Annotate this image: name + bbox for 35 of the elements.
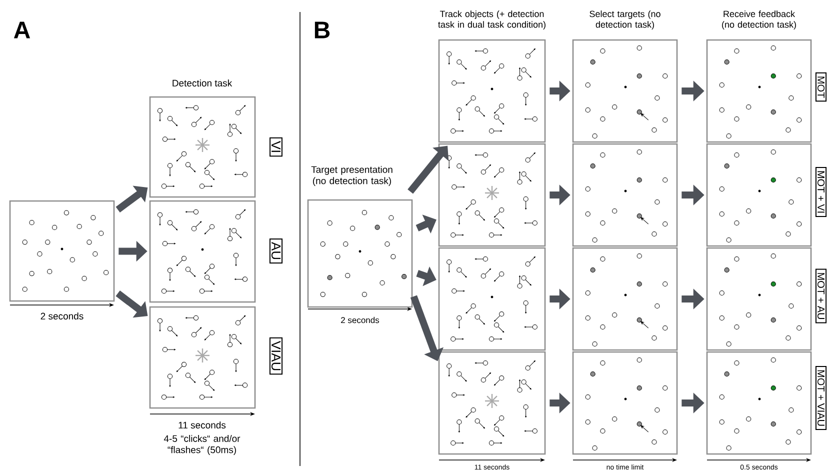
time-label: 11 seconds — [178, 422, 226, 428]
stimulus-panel — [438, 247, 546, 351]
time-label: 2 seconds — [40, 312, 84, 320]
column-heading: Target presentation (no detection task) — [311, 166, 392, 186]
stimulus-panel — [706, 351, 812, 455]
stimulus-panel — [307, 199, 413, 308]
stimulus-panel — [9, 200, 115, 302]
stimulus-panel — [149, 306, 256, 409]
stimulus-panel — [149, 200, 256, 303]
stimulus-panel — [706, 39, 812, 143]
column-heading: Track objects (+ detection task in dual task condition) — [438, 10, 546, 30]
stimulus-panel — [572, 143, 678, 247]
stimulus-panel — [438, 351, 546, 455]
time-label: 2 seconds — [341, 316, 380, 324]
stimulus-panel — [706, 247, 812, 351]
stimulus-panel — [706, 143, 812, 247]
column-heading: Select targets (no detection task) — [590, 10, 660, 30]
condition-label: MOT + VI — [815, 166, 827, 218]
stimulus-panel — [572, 351, 678, 455]
condition-label: AU — [269, 238, 283, 264]
condition-label: VIAU — [269, 337, 283, 375]
condition-label: MOT — [815, 72, 827, 102]
panel-letter: A — [14, 22, 30, 38]
column-heading: Receive feedback (no detection task) — [722, 10, 796, 30]
column-heading: Detection task — [172, 80, 232, 86]
panel-letter: B — [314, 22, 330, 38]
note-text: 4-5 “clicks“ and/or “flashes“ (50ms) — [164, 434, 240, 456]
stimulus-panel — [572, 39, 678, 143]
stimulus-panel — [438, 143, 546, 247]
stimulus-panel — [149, 96, 256, 198]
condition-label: MOT + VIAU — [815, 366, 827, 430]
condition-label: MOT + AU — [815, 268, 827, 324]
condition-label: VI — [270, 137, 282, 157]
stimulus-panel — [438, 39, 546, 143]
stimulus-panel — [572, 247, 678, 351]
